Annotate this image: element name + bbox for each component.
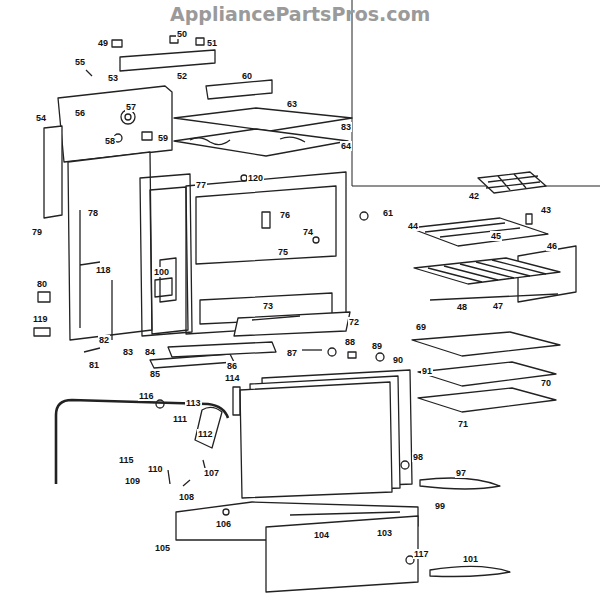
callout-number: 105 [154, 543, 171, 553]
callout-number: 100 [153, 267, 170, 277]
callout-number: 77 [195, 180, 207, 190]
callout-number: 99 [434, 501, 446, 511]
callout-number: 116 [138, 391, 155, 401]
callout-number: 69 [415, 322, 427, 332]
callout-number: 79 [31, 227, 43, 237]
callout-number: 117 [413, 549, 430, 559]
callout-number: 56 [74, 108, 86, 118]
callout-number: 53 [107, 73, 119, 83]
callout-number: 107 [203, 468, 220, 478]
callout-number: 42 [468, 191, 480, 201]
callout-number: 87 [286, 348, 298, 358]
callout-number: 48 [456, 302, 468, 312]
callout-number: 60 [241, 71, 253, 81]
callout-number: 101 [462, 554, 479, 564]
callout-number: 52 [176, 71, 188, 81]
callout-number: 47 [492, 301, 504, 311]
watermark: AppliancePartsPros.com [170, 3, 430, 25]
callout-number: 72 [348, 317, 360, 327]
callout-number: 97 [455, 468, 467, 478]
callout-number: 106 [215, 519, 232, 529]
callout-number: 109 [124, 476, 141, 486]
callout-number: 91 [421, 366, 433, 376]
callout-number: 45 [490, 231, 502, 241]
callout-number: 108 [178, 492, 195, 502]
callout-number: 89 [371, 341, 383, 351]
callout-number: 88 [344, 337, 356, 347]
callout-number: 44 [407, 221, 419, 231]
callout-number: 103 [376, 528, 393, 538]
callout-number: 46 [546, 241, 558, 251]
callout-number: 73 [262, 301, 274, 311]
callout-number: 49 [97, 38, 109, 48]
callout-number: 115 [118, 455, 135, 465]
callout-number: 119 [32, 314, 49, 324]
callout-number: 75 [277, 247, 289, 257]
callout-number: 85 [149, 369, 161, 379]
callout-number: 81 [88, 360, 100, 370]
callout-number: 57 [125, 102, 137, 112]
callout-number: 98 [412, 452, 424, 462]
callout-number: 83 [340, 122, 352, 132]
callout-number: 61 [382, 208, 394, 218]
callout-number: 80 [36, 279, 48, 289]
callout-number: 71 [457, 419, 469, 429]
callout-number: 112 [197, 429, 214, 439]
callout-number: 82 [98, 335, 110, 345]
callout-number: 104 [313, 530, 330, 540]
callout-number: 43 [540, 205, 552, 215]
callout-number: 113 [185, 398, 202, 408]
callout-number: 58 [104, 136, 116, 146]
callout-number: 90 [392, 355, 404, 365]
callout-number: 70 [540, 378, 552, 388]
callout-number: 120 [247, 173, 264, 183]
callout-number: 110 [147, 464, 164, 474]
callout-number: 78 [87, 208, 99, 218]
callout-number: 64 [340, 141, 352, 151]
callout-number: 76 [279, 210, 291, 220]
callout-number: 74 [302, 227, 314, 237]
callout-number: 63 [286, 99, 298, 109]
callout-number: 111 [172, 414, 188, 424]
callout-number: 84 [144, 347, 156, 357]
callout-number: 118 [95, 265, 112, 275]
callout-number: 83 [122, 347, 134, 357]
callout-number: 51 [206, 38, 218, 48]
callout-number: 59 [157, 133, 169, 143]
callout-number: 114 [224, 373, 241, 383]
callout-number: 86 [226, 361, 238, 371]
callout-number: 55 [74, 57, 86, 67]
callout-number: 50 [176, 29, 188, 39]
callout-number: 54 [35, 113, 47, 123]
